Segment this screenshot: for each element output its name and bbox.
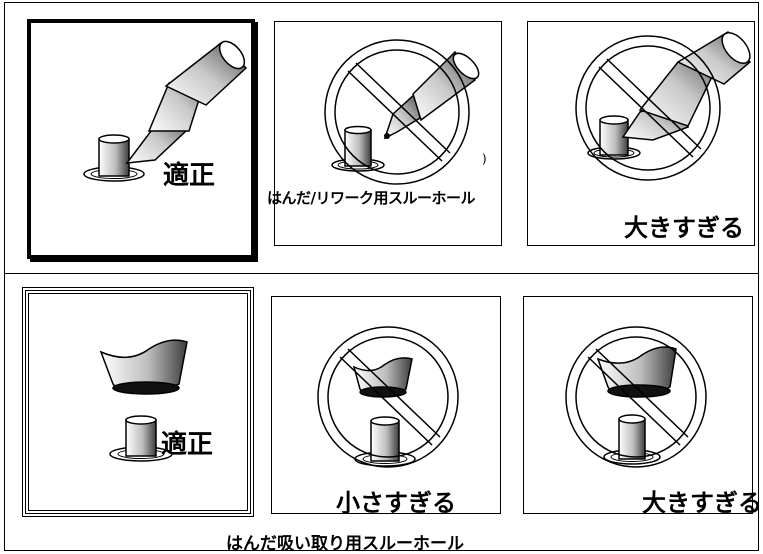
conical-tip-prohibited-illustration: ) — [324, 39, 487, 185]
panel-correct-chisel-tip: 適正 — [27, 19, 255, 259]
prohibited-icon — [317, 326, 459, 468]
prohibited-icon — [565, 326, 707, 468]
large-chisel-tip-prohibited-illustration — [575, 31, 752, 181]
chisel-tip-on-pin-illustration — [83, 40, 248, 182]
panel-incorrect-small-nozzle: 小さすぎる — [271, 296, 501, 517]
label-correct: 適正 — [161, 430, 214, 460]
panel-incorrect-large-nozzle: 大きすぎる — [523, 296, 762, 517]
prohibited-icon — [324, 39, 470, 185]
small-nozzle-prohibited-illustration — [317, 326, 459, 468]
label-correct: 適正 — [163, 161, 216, 191]
label-too-small: 小さすぎる — [336, 489, 456, 517]
panel-correct-desoldering-nozzle: 適正 — [22, 287, 254, 517]
panel-incorrect-conical-tip: ) — [274, 21, 502, 246]
nozzle-over-pin-illustration — [99, 339, 188, 462]
solder-rework-section: 適正 ) はんだ/リワーク用スルーホール — [4, 2, 759, 274]
svg-text:): ) — [482, 152, 487, 166]
label-too-large: 大きすぎる — [624, 214, 744, 242]
panel-incorrect-large-tip: 大きすぎる — [527, 21, 755, 246]
label-too-large: 大きすぎる — [642, 489, 762, 517]
prohibited-icon — [575, 35, 721, 181]
caption-desoldering-through-hole: はんだ吸い取り用スルーホール — [226, 534, 464, 554]
caption-solder-rework-through-hole: はんだ/リワーク用スルーホール — [267, 189, 475, 207]
desoldering-section: 適正 小さすぎる — [4, 273, 762, 551]
large-nozzle-prohibited-illustration — [565, 326, 707, 468]
